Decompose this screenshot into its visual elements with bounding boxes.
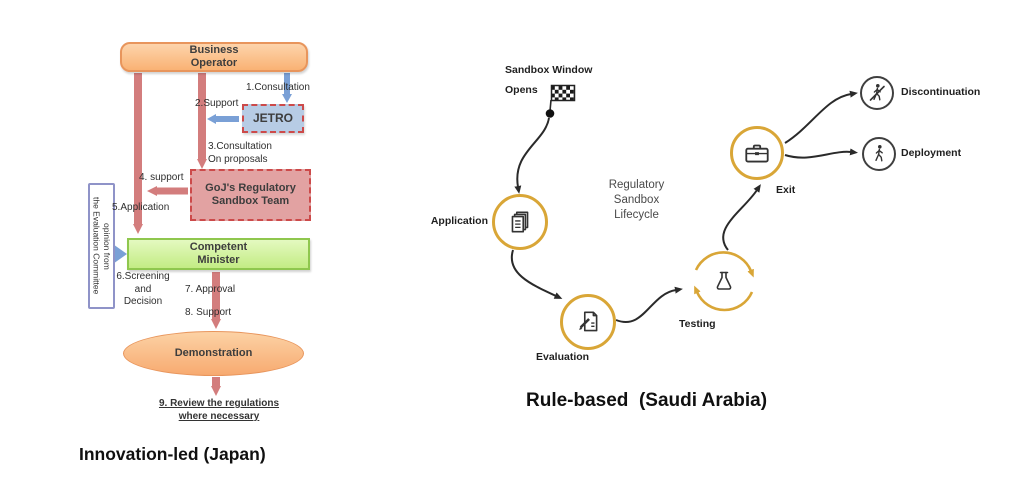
step-4-label: 4. support	[139, 172, 184, 183]
step-8-label: 8. Support	[185, 307, 232, 318]
goj-sandbox-team-box: GoJ's Regulatory Sandbox Team	[190, 169, 311, 221]
start-dot	[545, 109, 555, 118]
testing-cycle-arc-bottom	[694, 285, 754, 312]
curve-exit-to-discontinuation	[784, 90, 858, 144]
step-6-label: 6.Screening and Decision	[116, 271, 170, 307]
curve-exit-to-deployment	[784, 148, 858, 159]
application-node	[492, 194, 548, 250]
competent-minister-box: Competent Minister	[127, 238, 310, 270]
flask-icon	[716, 271, 732, 290]
step-7-label: 7. Approval	[185, 284, 236, 295]
saudi-caption: Rule-based (Saudi Arabia)	[526, 390, 768, 411]
application-label: Application	[430, 215, 488, 227]
walking-icon	[875, 145, 883, 162]
curve-application-to-evaluation	[510, 249, 563, 299]
business-operator-box: Business Operator	[120, 42, 308, 72]
evaluation-node	[560, 294, 616, 350]
step-5-label: 5.Application	[112, 202, 170, 213]
testing-cycle-arc-top	[694, 251, 754, 278]
exit-node	[730, 126, 784, 180]
step-3-label: 3.Consultation On proposals	[208, 141, 272, 165]
exit-label: Exit	[776, 184, 796, 196]
no-walking-icon	[869, 84, 885, 101]
evaluation-label: Evaluation	[536, 351, 590, 363]
briefcase-icon	[745, 144, 769, 163]
japan-caption: Innovation-led (Japan)	[79, 444, 266, 464]
discontinuation-node	[860, 76, 894, 110]
discontinuation-label: Discontinuation	[901, 86, 981, 98]
curve-testing-to-exit	[722, 184, 761, 251]
step-1-label: 1.Consultation	[246, 82, 310, 93]
deployment-label: Deployment	[901, 147, 962, 159]
lifecycle-center-label: Regulatory Sandbox Lifecycle	[608, 179, 665, 221]
jetro-box: JETRO	[242, 104, 304, 133]
deployment-node	[862, 137, 896, 171]
sandbox-opens-label: Opens	[505, 84, 538, 96]
sandbox-window-label: Sandbox Window	[505, 64, 593, 76]
demonstration-ellipse: Demonstration	[123, 331, 304, 376]
checkered-flag-icon	[545, 84, 576, 118]
curve-evaluation-to-testing	[615, 286, 683, 323]
testing-label: Testing	[679, 318, 716, 330]
step-2-label: 2.Support	[195, 98, 239, 109]
step-9-review-label: 9. Review the regulations where necessar…	[158, 398, 280, 422]
evaluation-committee-box: opinion from the Evaluation Committee	[88, 183, 115, 309]
curve-start-to-application	[514, 117, 550, 194]
documents-icon	[511, 211, 529, 233]
evaluation-pen-icon	[579, 311, 598, 332]
